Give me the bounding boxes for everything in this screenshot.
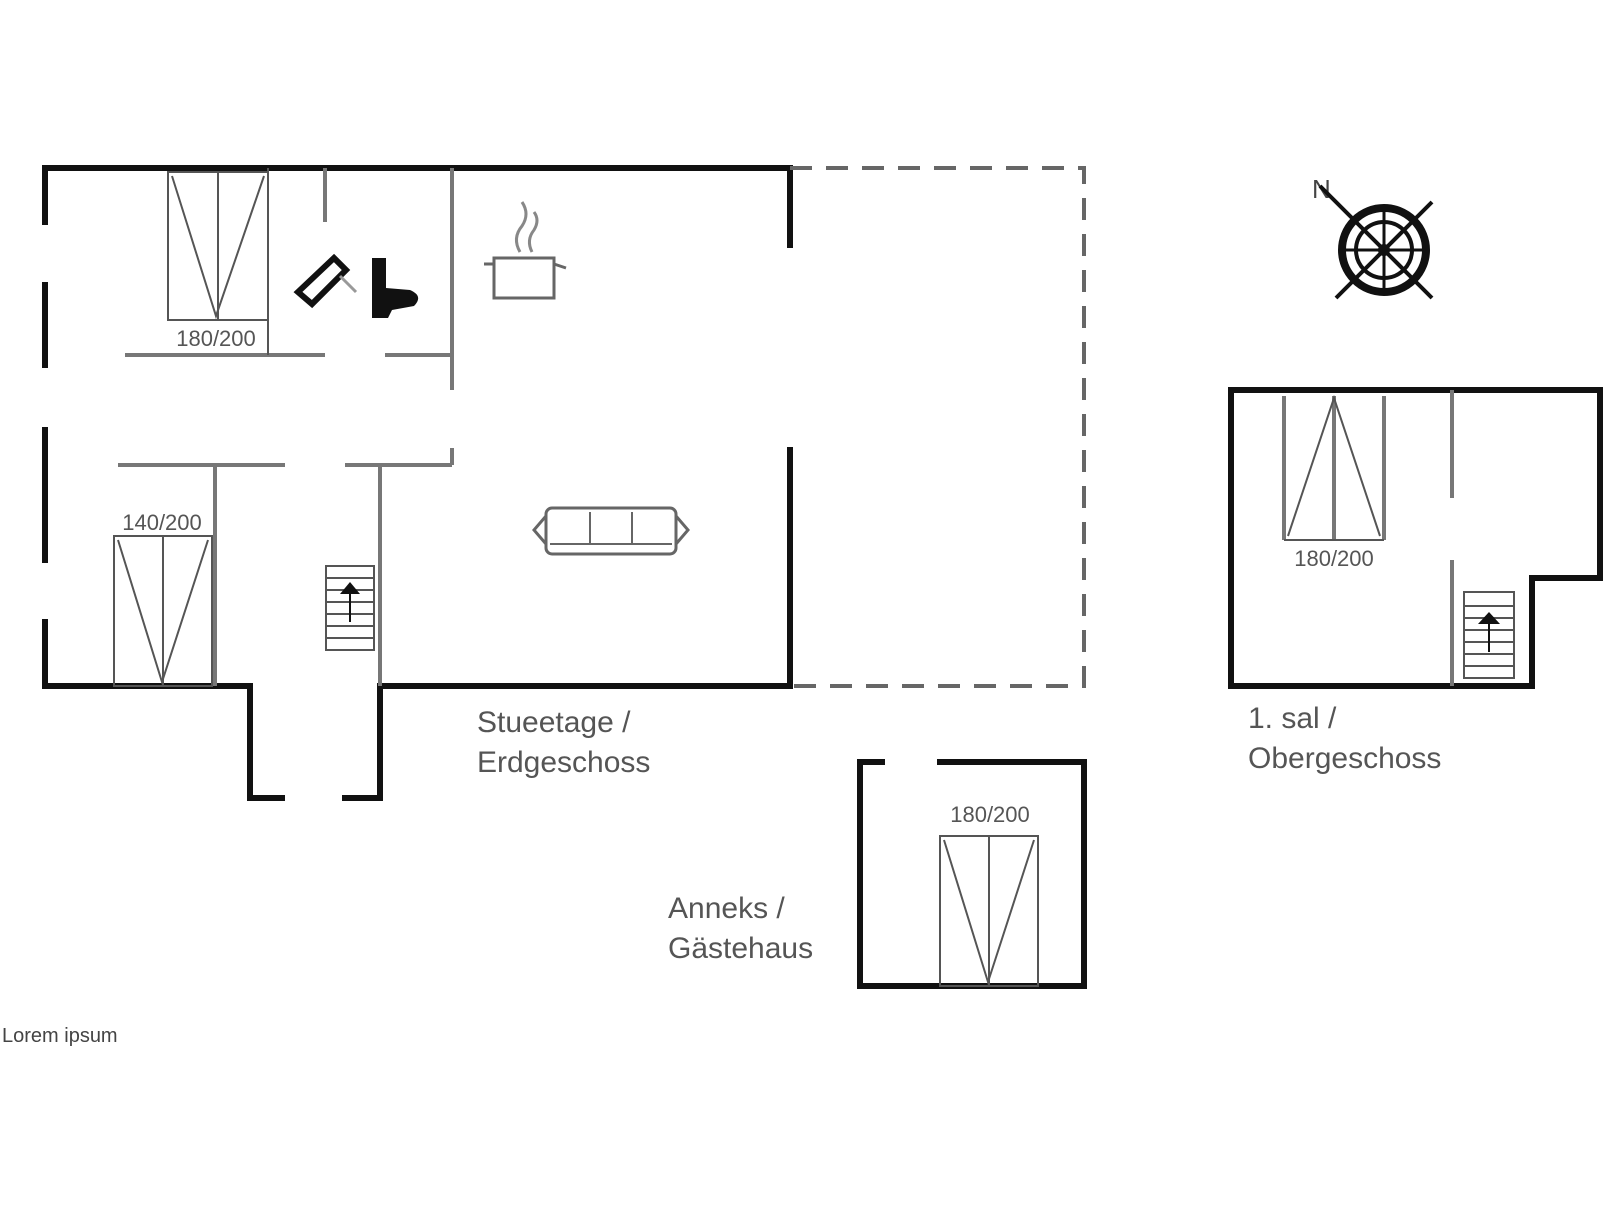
bed-ground-top: 180/200 <box>167 171 269 351</box>
porch-wall <box>247 683 285 801</box>
stairs-ground-icon <box>325 565 375 651</box>
porch-wall <box>342 683 383 801</box>
bed-ground-left: 140/200 <box>113 510 213 687</box>
bed-size-label: 140/200 <box>122 510 202 535</box>
annex-walls <box>857 759 1087 989</box>
ground-floor-label: Stueetage / <box>477 706 631 739</box>
annex-label: Gästehaus <box>668 932 813 965</box>
bed-size-label: 180/200 <box>176 326 256 351</box>
annex: 180/200 Anneks / Gästehaus <box>668 759 1087 989</box>
ground-floor: 180/200 140/200 <box>42 165 1086 801</box>
bed-upper: 180/200 <box>1282 394 1386 571</box>
sink-icon <box>293 253 358 309</box>
stairs-upper-icon <box>1463 591 1515 679</box>
upper-floor-walls <box>1228 387 1603 689</box>
upper-floor: 180/200 1. sal / Obergeschoss <box>1228 387 1603 775</box>
annex-label: Anneks / <box>668 892 785 925</box>
compass-icon: N <box>1312 174 1434 300</box>
bed-annex: 180/200 <box>939 802 1039 987</box>
ground-floor-label: Erdgeschoss <box>477 746 650 779</box>
terrace-outline <box>790 166 1086 688</box>
upper-floor-label: 1. sal / <box>1248 702 1337 735</box>
upper-floor-label: Obergeschoss <box>1248 742 1441 775</box>
bed-size-label: 180/200 <box>950 802 1030 827</box>
bed-size-label: 180/200 <box>1294 546 1374 571</box>
footer-text: Lorem ipsum <box>2 1025 118 1047</box>
kitchen-pot-icon <box>484 201 567 300</box>
toilet-icon <box>372 258 419 318</box>
sofa-icon <box>532 506 690 556</box>
